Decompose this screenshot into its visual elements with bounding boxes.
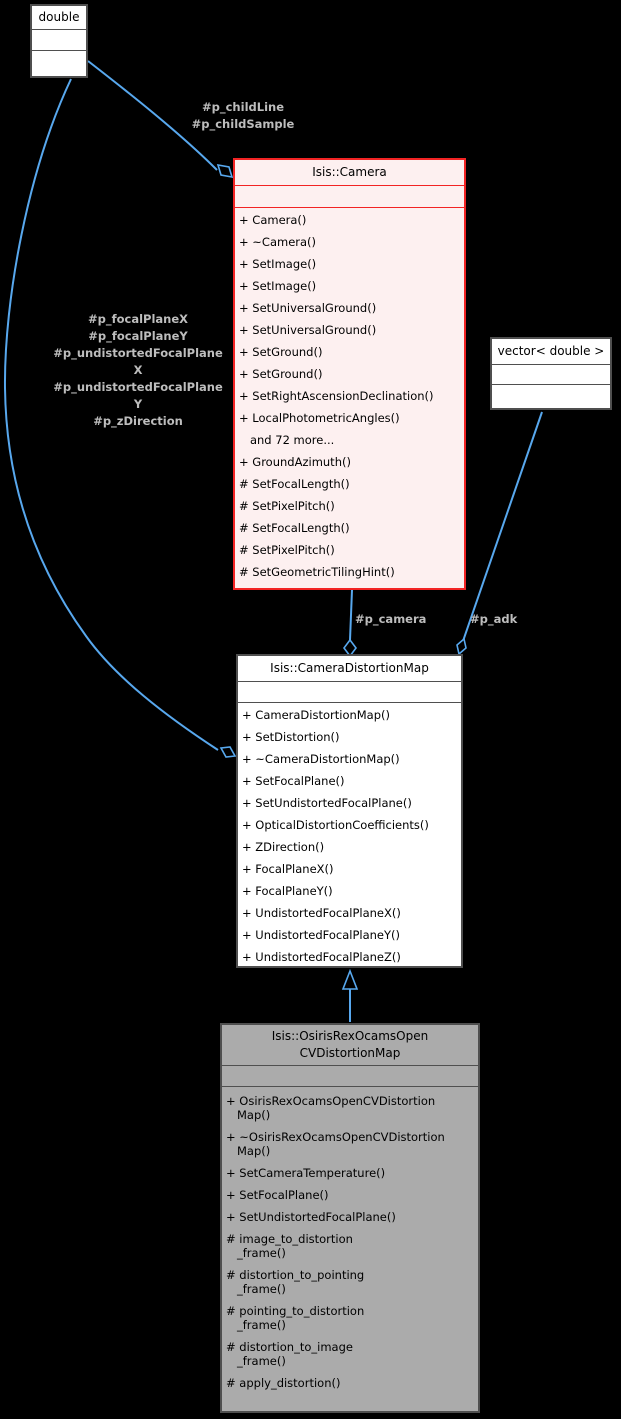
attributes-compartment <box>492 365 610 385</box>
class-title: Isis::OsirisRexOcamsOpen CVDistortionMap <box>222 1025 478 1066</box>
member-row: + SetUniversalGround() <box>239 301 377 315</box>
member-row: + ~CameraDistortionMap() <box>242 752 400 766</box>
edge-label-focal-plane: #p_focalPlaneX #p_focalPlaneY #p_undisto… <box>53 312 223 428</box>
class-node-isis-camera[interactable]: Isis::Camera + Camera()+ ~Camera()+ SetI… <box>233 158 466 590</box>
edge-vector-to-distortionmap <box>461 411 543 645</box>
edge-camera-to-distortionmap <box>349 589 353 641</box>
class-node-double[interactable]: double <box>30 4 88 78</box>
member-row: + SetUniversalGround() <box>239 323 377 337</box>
attributes-compartment <box>222 1066 478 1087</box>
methods-compartment: + OsirisRexOcamsOpenCVDistortion Map() + … <box>222 1087 478 1390</box>
member-row: + SetImage() <box>239 257 317 271</box>
aggregation-diamond-icon <box>456 637 467 656</box>
edge-label-p-camera: #p_camera <box>355 612 427 626</box>
attributes-compartment <box>238 682 461 703</box>
member-row: + UndistortedFocalPlaneX() <box>242 906 401 920</box>
member-row: # SetFocalLength() <box>239 477 350 491</box>
attributes-compartment <box>235 186 464 208</box>
member-row: # SetFocalLength() <box>239 521 350 535</box>
class-title: double <box>32 6 86 30</box>
member-row: + ~Camera() <box>239 235 317 249</box>
class-title: Isis::CameraDistortionMap <box>238 656 461 682</box>
member-row: + Camera() <box>239 213 307 227</box>
edge-double-to-camera <box>87 60 218 171</box>
member-row: + UndistortedFocalPlaneY() <box>242 928 400 942</box>
member-row: # SetPixelPitch() <box>239 499 335 513</box>
member-row: + SetImage() <box>239 279 317 293</box>
member-row: + FocalPlaneY() <box>242 884 333 898</box>
member-row: + CameraDistortionMap() <box>242 708 391 722</box>
member-row: + OpticalDistortionCoefficients() <box>242 818 429 832</box>
class-node-isis-osirisrexocamsopencvdistortionmap[interactable]: Isis::OsirisRexOcamsOpen CVDistortionMap… <box>220 1023 480 1413</box>
member-row: + GroundAzimuth() <box>239 455 351 469</box>
inheritance-arrow-icon <box>341 968 359 990</box>
member-row: # SetPixelPitch() <box>239 543 335 557</box>
member-row: # apply_distortion() <box>226 1376 341 1390</box>
member-row: + LocalPhotometricAngles() <box>239 411 400 425</box>
methods-compartment: + Camera() + ~Camera() + SetImage() + SetIm… <box>235 208 464 580</box>
class-title: Isis::Camera <box>235 160 464 186</box>
aggregation-diamond-icon <box>219 746 237 758</box>
member-row: # SetGeometricTilingHint() <box>239 565 395 579</box>
member-row: + ~OsirisRexOcamsOpenCVDistortion Map() <box>226 1130 445 1158</box>
member-row: + SetGround() <box>239 367 323 381</box>
member-row: + SetGround() <box>239 345 323 359</box>
attributes-compartment <box>32 30 86 51</box>
member-row: + SetFocalPlane() <box>226 1188 329 1202</box>
member-row: # distortion_to_pointing _frame() <box>226 1268 365 1296</box>
aggregation-diamond-icon <box>343 638 357 658</box>
member-row: and 72 more... <box>239 433 335 447</box>
member-row: + SetUndistortedFocalPlane() <box>242 796 412 810</box>
member-row: + OsirisRexOcamsOpenCVDistortion Map() <box>226 1094 436 1122</box>
class-title: vector< double > <box>492 339 610 365</box>
edge-double-to-distortionmap <box>3 78 219 751</box>
member-row: # image_to_distortion _frame() <box>226 1232 353 1260</box>
member-row: + SetUndistortedFocalPlane() <box>226 1210 396 1224</box>
methods-compartment: + CameraDistortionMap() + SetDistortion()… <box>238 703 461 965</box>
member-row: + ZDirection() <box>242 840 325 854</box>
edge-label-child-line-sample: #p_childLine #p_childSample <box>191 100 295 131</box>
class-node-vector-double[interactable]: vector< double > <box>490 337 612 410</box>
class-node-isis-cameradistortionmap[interactable]: Isis::CameraDistortionMap + CameraDistor… <box>236 654 463 968</box>
aggregation-diamond-icon <box>216 163 234 179</box>
member-row: # distortion_to_image _frame() <box>226 1340 353 1368</box>
member-row: + SetRightAscensionDeclination() <box>239 389 434 403</box>
member-row: + SetCameraTemperature() <box>226 1166 386 1180</box>
member-row: + FocalPlaneX() <box>242 862 334 876</box>
member-row: # pointing_to_distortion _frame() <box>226 1304 365 1332</box>
member-row: + SetFocalPlane() <box>242 774 345 788</box>
edge-label-p-adk: #p_adk <box>470 612 518 626</box>
member-row: + UndistortedFocalPlaneZ() <box>242 950 401 964</box>
member-row: + SetDistortion() <box>242 730 340 744</box>
